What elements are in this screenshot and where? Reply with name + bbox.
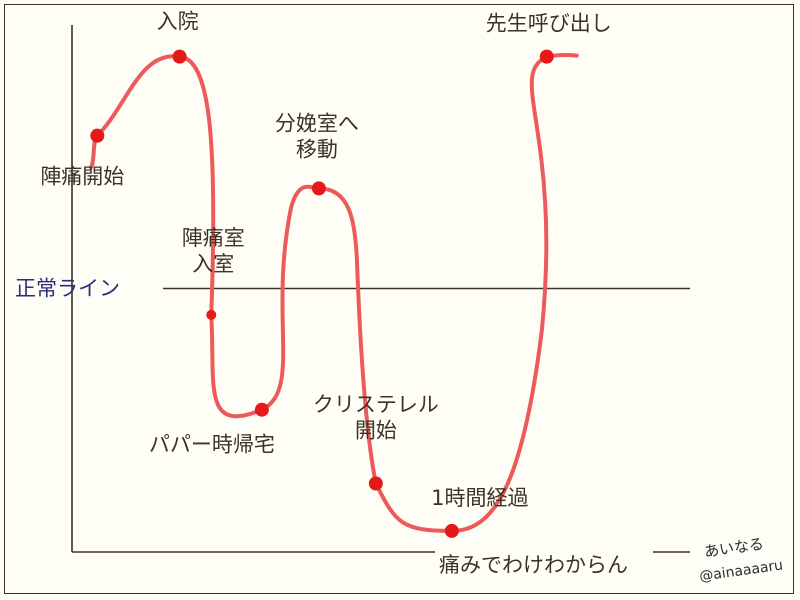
point-label: クリステレル開始	[313, 392, 439, 442]
point-label: 分娩室へ移動	[275, 111, 359, 161]
data-point	[311, 181, 326, 196]
data-point	[368, 476, 383, 491]
data-point	[90, 128, 105, 143]
data-point	[444, 523, 459, 538]
bottom-annotation: 痛みでわけわからん	[439, 553, 628, 577]
point-label: 1時間経過	[431, 486, 528, 510]
point-label: 陣痛開始	[40, 165, 124, 189]
point-label: パパー時帰宅	[149, 433, 275, 457]
signature-handle: @ainaaaaru	[698, 557, 784, 585]
data-point	[539, 49, 554, 64]
point-label: 先生呼び出し	[486, 12, 612, 36]
series-line	[88, 52, 579, 533]
data-point	[254, 402, 269, 417]
point-label: 陣痛室入室	[182, 226, 245, 276]
point-label: 入院	[157, 10, 199, 34]
data-point	[172, 49, 187, 64]
normal-line-label: 正常ライン	[15, 277, 120, 301]
chart-frame: 正常ライン 陣痛開始 入院陣痛室入室パパー時帰宅 分娩室へ移動クリステレル開始 1時間…	[4, 4, 794, 594]
signature-name: あいなる	[703, 535, 765, 561]
data-point	[206, 309, 217, 320]
